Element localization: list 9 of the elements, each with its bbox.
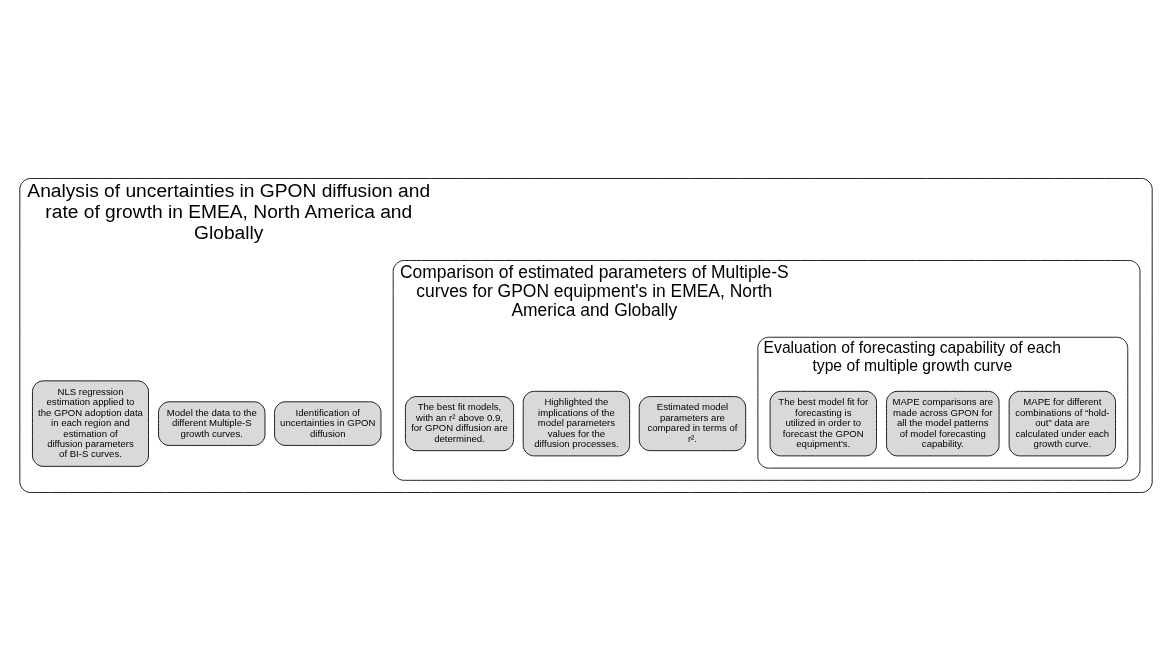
node-box: Highlighted the implications of the model parameters values for the diffusion processes. — [522, 390, 631, 456]
node-box: Identification of uncertainties in GPON diffusion — [274, 400, 382, 446]
node-box: Model the data to the different Multiple-S growth curves. — [158, 400, 266, 446]
node-box: MAPE for different combinations of “hold-out” data are calculated under each growth curve. — [1008, 390, 1116, 456]
node-box: MAPE comparisons are made across GPON for all the model patterns of model forecasting capability. — [886, 390, 1000, 456]
node-box: Estimated model parameters are compared in terms of r². — [638, 395, 747, 451]
node-box: The best model fit for forecasting is utilized in order to forecast the GPON equipment's. — [769, 390, 877, 456]
node-box: The best fit models, with an r² above 0.9, for GPON diffusion are determined. — [404, 395, 515, 451]
node-box: NLS regression estimation applied to the GPON adoption data in each region and estimation of diffusion parameters of BI-S curves. — [32, 379, 149, 467]
